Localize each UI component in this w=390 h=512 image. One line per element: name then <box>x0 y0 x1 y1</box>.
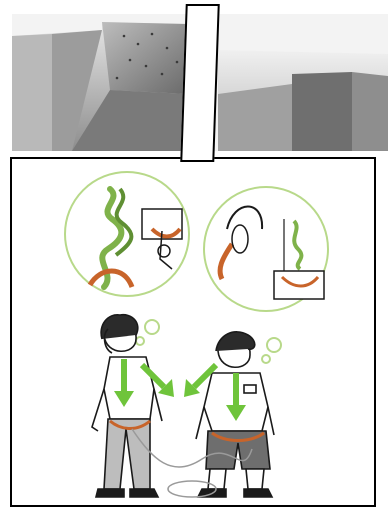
thought-dot <box>145 320 159 334</box>
thought-dot <box>267 338 281 352</box>
thought-dot <box>136 337 144 345</box>
partner-check-illustration <box>12 159 374 505</box>
illustration-frame <box>10 157 376 507</box>
climber-woman <box>92 315 162 497</box>
belay-bubble-right <box>204 187 328 311</box>
knot-bubble-left <box>65 172 189 296</box>
thought-dot <box>262 355 270 363</box>
vertical-divider-strip <box>180 4 220 162</box>
